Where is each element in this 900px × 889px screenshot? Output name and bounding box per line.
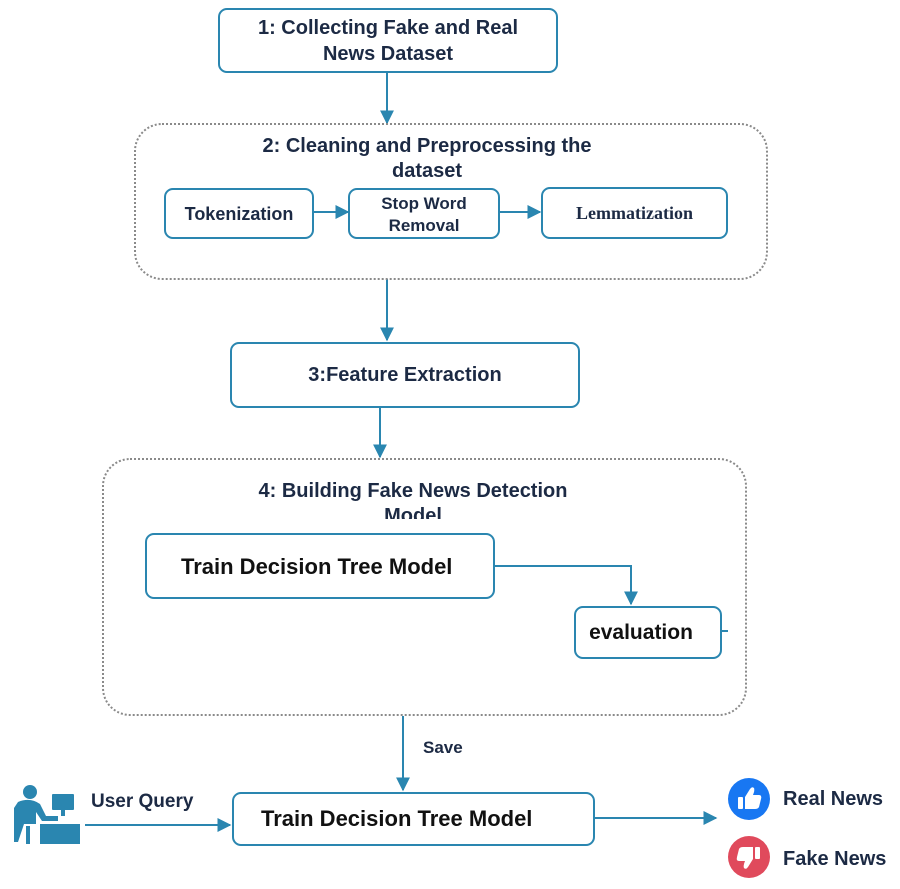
evaluation-label: evaluation xyxy=(589,621,693,644)
trained-model-box: Train Decision Tree Model xyxy=(232,792,595,846)
tokenization-label: Tokenization xyxy=(184,204,294,224)
step4-model-group xyxy=(102,458,747,716)
thumbs-down-icon xyxy=(728,836,770,878)
stopword-line1: Stop Word xyxy=(381,194,467,213)
step2-title-line2: dataset xyxy=(391,160,463,182)
stopword-line2: Removal xyxy=(388,216,460,235)
stopword-removal-box: Stop Word Removal xyxy=(348,188,500,239)
trained-model-label: Train Decision Tree Model xyxy=(261,806,533,831)
user-at-computer-icon xyxy=(14,785,80,844)
step1-line1: 1: Collecting Fake and Real xyxy=(257,17,519,39)
train-decision-tree-box: Train Decision Tree Model xyxy=(145,533,495,599)
step2-cleaning-group xyxy=(134,123,768,280)
step4-title-line2: Model xyxy=(384,505,442,519)
step1-line2: News Dataset xyxy=(322,43,454,65)
fake-news-label: Fake News xyxy=(783,848,887,870)
evaluation-box: evaluation xyxy=(574,606,722,659)
arrow-train-to-evaluation xyxy=(494,565,638,606)
thumbs-up-icon xyxy=(728,778,770,820)
lemmatization-label: Lemmatization xyxy=(576,203,693,223)
tokenization-box: Tokenization xyxy=(164,188,314,239)
step2-title-line1: 2: Cleaning and Preprocessing the xyxy=(262,135,592,157)
step4-title-line1: 4: Building Fake News Detection xyxy=(258,480,568,502)
step3-label: 3:Feature Extraction xyxy=(308,364,502,386)
save-label: Save xyxy=(423,738,463,757)
real-news-label: Real News xyxy=(783,788,884,810)
step1-collecting-box: 1: Collecting Fake and Real News Dataset xyxy=(218,8,558,73)
step3-feature-extraction-box: 3:Feature Extraction xyxy=(230,342,580,408)
lemmatization-box: Lemmatization xyxy=(541,187,728,239)
step4-title-line2-clip: Model xyxy=(218,505,608,519)
user-query-label: User Query xyxy=(91,791,194,812)
train-decision-tree-label: Train Decision Tree Model xyxy=(181,554,453,579)
